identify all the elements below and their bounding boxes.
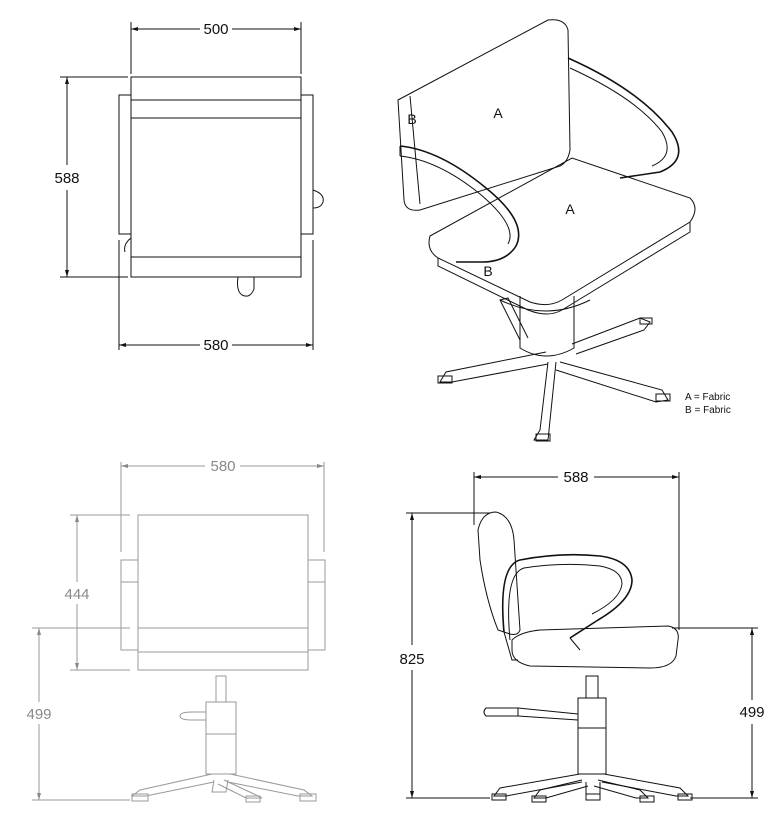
dimension-label-499-side: 499 bbox=[739, 704, 764, 721]
front-view: 580 444 499 bbox=[26, 458, 326, 803]
chair-front-outline bbox=[120, 514, 326, 803]
chair-top-outline bbox=[118, 76, 324, 297]
material-legend: A = Fabric B = Fabric bbox=[685, 392, 731, 416]
dimension-depth: 588 bbox=[54, 76, 128, 278]
legend-line-b: B = Fabric bbox=[685, 405, 731, 416]
dimension-label-499-front: 499 bbox=[26, 706, 51, 723]
dimension-label-588: 588 bbox=[54, 170, 79, 187]
dimension-label-580: 580 bbox=[203, 337, 228, 354]
dimension-total-height: 825 bbox=[399, 512, 490, 799]
dimension-label-825: 825 bbox=[399, 651, 424, 668]
label-b-side: B bbox=[483, 263, 492, 279]
dimension-label-580-front: 580 bbox=[210, 458, 235, 475]
label-a-seat: A bbox=[565, 201, 575, 217]
dimension-bottom-width: 580 bbox=[118, 240, 314, 354]
dimension-label-588-side: 588 bbox=[563, 469, 588, 486]
dimension-front-seat-height: 499 bbox=[26, 627, 130, 801]
dimension-label-500: 500 bbox=[203, 21, 228, 38]
legend-line-a: A = Fabric bbox=[685, 392, 730, 403]
dimension-label-444: 444 bbox=[64, 586, 89, 603]
top-view: 500 588 bbox=[54, 21, 324, 354]
dimension-side-seat-height: 499 bbox=[672, 627, 765, 799]
dimension-back-height: 444 bbox=[64, 514, 130, 671]
dimension-side-depth: 588 bbox=[473, 469, 680, 630]
label-a-backrest: A bbox=[493, 105, 503, 121]
isometric-view: A A B B A = Fabric B = Fabric bbox=[397, 19, 731, 442]
chair-side-outline bbox=[477, 511, 693, 803]
star-base bbox=[437, 297, 671, 442]
dimension-front-width: 580 bbox=[120, 458, 325, 552]
label-b-armrest: B bbox=[407, 111, 416, 127]
side-view: 588 825 499 bbox=[399, 469, 765, 803]
dimension-top-width: 500 bbox=[130, 21, 302, 74]
